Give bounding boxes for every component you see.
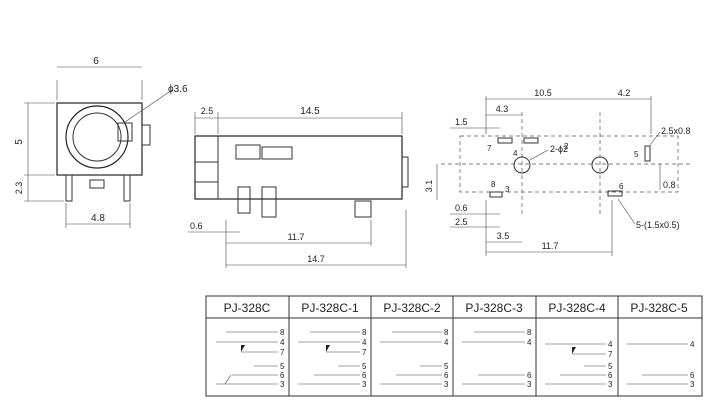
schematic-table: PJ-328C PJ-328C-1 PJ-328C-2 PJ-328C-3 PJ… — [205, 295, 703, 397]
front-pin-right — [123, 174, 131, 202]
pin-label: 7 — [280, 348, 285, 357]
schematic-pj328c-3: 8 4 6 3 — [462, 328, 532, 389]
dim-height: 5 — [14, 139, 25, 145]
dim-width: 6 — [93, 56, 99, 67]
dim-f: 3.5 — [497, 231, 510, 241]
dim-front: 2.5 — [201, 106, 214, 116]
pin-label: 5 — [362, 362, 367, 371]
side-pin-1 — [237, 186, 251, 214]
dim-base: 2.3 — [14, 182, 24, 195]
col-header-pj328c-4: PJ-328C-4 — [548, 301, 606, 315]
side-rear-tab — [401, 156, 409, 188]
col-header-pj328c: PJ-328C — [224, 301, 271, 315]
pin-label: 4 — [444, 338, 449, 347]
pin-label: 5 — [608, 362, 613, 371]
pad-label-5: 5 — [634, 150, 639, 159]
pad-label-6: 6 — [619, 182, 624, 191]
pin-label: 3 — [527, 380, 532, 389]
dim-b: 1.5 — [455, 117, 468, 127]
dim-total: 10.5 — [534, 88, 552, 98]
dim-holes: 2-ϕ2 — [550, 144, 568, 154]
pad-7 — [497, 137, 513, 144]
dim-hole: ϕ3.6 — [168, 84, 188, 95]
pin-label: 8 — [527, 328, 532, 337]
pin-label: 7 — [362, 348, 367, 357]
front-view: 6 ϕ3.6 5 2.3 4.8 — [14, 56, 188, 228]
pin-label: 7 — [608, 350, 613, 359]
pad-4 — [523, 137, 539, 144]
pin-label: 8 — [362, 328, 367, 337]
schematic-pj328c-2: 8 4 5 6 3 — [380, 328, 449, 389]
side-pin-3 — [354, 200, 372, 218]
schematic-pj328c-1: 8 4 7 5 6 3 — [298, 328, 367, 389]
dim-a: 4.3 — [496, 104, 509, 114]
pin-label: 4 — [690, 340, 695, 349]
pin-label: 4 — [608, 340, 613, 349]
pin-label: 6 — [690, 371, 695, 380]
pin-label: 4 — [362, 338, 367, 347]
dim-pad-size: 2.5x0.8 — [661, 126, 691, 136]
dim-pin-b: 14.7 — [307, 254, 325, 264]
pad-6 — [607, 190, 623, 197]
pin-label: 5 — [280, 362, 285, 371]
schematic-pj328c-4: 4 7 5 6 3 — [545, 340, 613, 389]
pad-5 — [644, 145, 651, 162]
mount-hole-2 — [591, 156, 609, 174]
pin-label: 4 — [280, 338, 285, 347]
front-socket-inner — [72, 112, 122, 162]
front-contact — [117, 122, 133, 142]
dim-c: 3.1 — [424, 180, 434, 193]
pad-label-4: 4 — [513, 149, 518, 158]
dim-pin-spacing: 4.8 — [91, 213, 105, 224]
pin-label: 3 — [444, 380, 449, 389]
col-header-pj328c-3: PJ-328C-3 — [465, 301, 523, 315]
side-nose — [194, 161, 219, 183]
schematic-pj328c-5: 4 6 3 — [627, 340, 695, 389]
col-header-pj328c-5: PJ-328C-5 — [630, 301, 688, 315]
pad-label-7: 7 — [487, 144, 492, 153]
pad-label-3: 3 — [505, 185, 510, 194]
front-housing — [56, 102, 143, 176]
pin-label: 5 — [444, 362, 449, 371]
pad-label-8: 8 — [491, 180, 496, 189]
side-view: 2.5 14.5 0.6 11.7 14.7 — [188, 106, 409, 268]
pin-label: 6 — [444, 371, 449, 380]
front-socket-outer — [65, 105, 129, 169]
dim-right: 4.2 — [618, 88, 631, 98]
front-foot — [89, 179, 105, 189]
pin-label: 8 — [280, 328, 285, 337]
mount-hole-1 — [513, 156, 531, 174]
pin-label: 4 — [527, 338, 532, 347]
pin-label: 3 — [362, 380, 367, 389]
pad-3 — [489, 191, 503, 198]
side-pin-2 — [261, 186, 277, 218]
dim-slots: 5-(1.5x0.5) — [636, 220, 680, 230]
side-housing — [194, 135, 403, 200]
dim-d: 0.6 — [455, 203, 468, 213]
pin-label: 6 — [608, 371, 613, 380]
footprint-outline — [459, 135, 679, 193]
pin-label: 3 — [280, 380, 285, 389]
col-header-pj328c-1: PJ-328C-1 — [301, 301, 359, 315]
dim-h: 0.8 — [663, 180, 676, 190]
col-header-pj328c-2: PJ-328C-2 — [383, 301, 441, 315]
dim-e: 2.5 — [455, 217, 468, 227]
front-side-tab — [141, 124, 151, 146]
pin-label: 8 — [444, 328, 449, 337]
pin-label: 3 — [608, 380, 613, 389]
pad-label-2: 2 — [564, 142, 569, 151]
dim-pin-a: 11.7 — [288, 232, 305, 242]
schematic-pj328c: 8 4 7 5 6 3 — [216, 328, 285, 389]
footprint-view: 7 4 2 5 8 3 6 10.5 4.2 4.3 1.5 2.5x0.8 2… — [424, 88, 691, 256]
front-pin-left — [65, 174, 73, 202]
dim-offset: 0.6 — [190, 221, 203, 231]
pin-label: 6 — [527, 371, 532, 380]
pin-label: 6 — [362, 371, 367, 380]
pin-label: 6 — [280, 371, 285, 380]
pin-label: 3 — [690, 380, 695, 389]
dim-length: 14.5 — [300, 106, 320, 117]
dim-g: 11.7 — [542, 241, 559, 251]
